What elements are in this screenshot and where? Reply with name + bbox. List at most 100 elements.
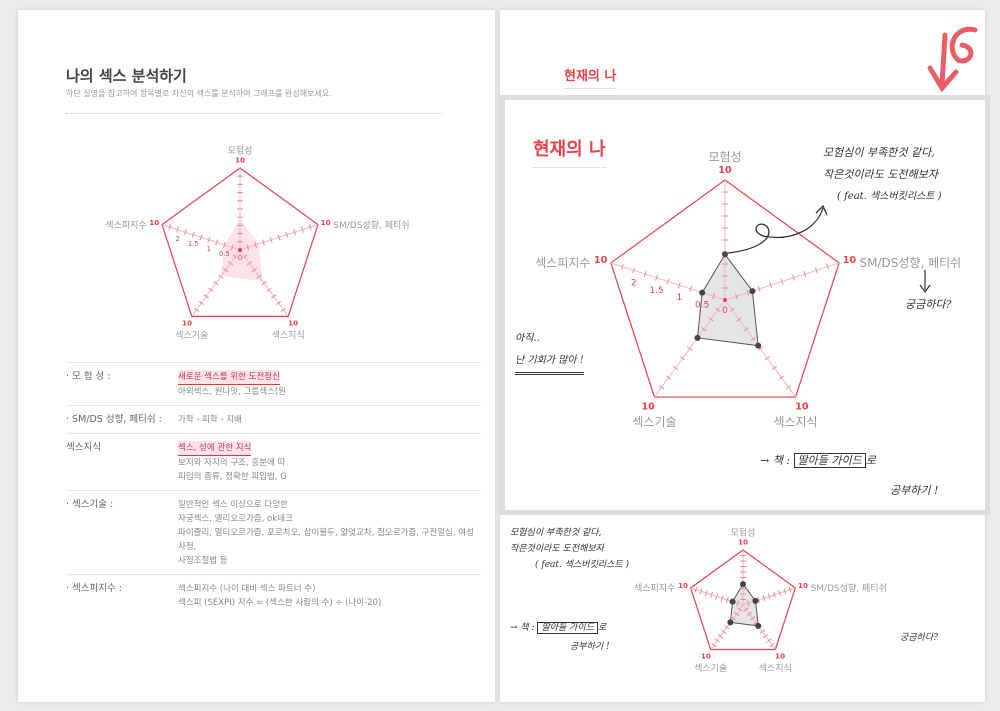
axis-name: 섹스기술 <box>175 330 208 341</box>
note-adventure: 모험심이 부족한것 같다,작은것이라도 도전해보자( feat. 섹스버킷리스트… <box>823 146 942 202</box>
axis-max-label: 10 <box>775 652 785 661</box>
axis-tick <box>203 294 209 299</box>
axis-tick <box>704 590 708 597</box>
axis-tick <box>285 231 289 238</box>
tick-label: 2 <box>175 235 179 243</box>
axis-tick <box>643 271 647 278</box>
data-point <box>752 597 759 604</box>
axis-tick <box>735 293 738 300</box>
axis-tick <box>665 375 672 380</box>
axis-tick <box>217 274 224 279</box>
axis-max-label: 10 <box>701 652 711 661</box>
axis-tick <box>300 226 304 233</box>
axis-tick <box>184 229 187 236</box>
axis-tick <box>759 629 766 634</box>
axis-tick <box>753 620 759 625</box>
axis-max-label: 10 <box>795 401 809 412</box>
item-line: 가학 - 피학 - 지배 <box>178 415 242 425</box>
radar-frame <box>161 167 319 317</box>
axis-tick <box>729 307 735 312</box>
item-line: 자궁섹스, 멜리오르가즘, ok테크 <box>178 514 293 524</box>
data-point <box>755 622 762 629</box>
axis-tick <box>213 281 219 286</box>
axis-tick <box>783 588 787 595</box>
item-key: · 섹스기술 : <box>66 499 114 510</box>
axis-tick <box>191 231 195 238</box>
tick-label: 2 <box>631 278 637 288</box>
axis-tick <box>193 307 200 312</box>
item-key: · 섹스피지수 : <box>66 583 122 594</box>
axis-name: 섹스기술 <box>632 415 676 429</box>
tick-label: 1.5 <box>188 240 199 248</box>
axis-tick <box>271 294 277 299</box>
item-line: 새로운 섹스를 위한 도전정신 <box>178 370 280 385</box>
data-point <box>694 334 701 341</box>
axis-tick <box>743 326 749 332</box>
axis-tick <box>788 586 792 593</box>
note-top-small: 모험심이 부족한것 같다,작은것이라도 도전해보자( feat. 섹스버킷리스트… <box>510 528 630 570</box>
axis-tick <box>750 336 756 342</box>
axis-tick <box>762 595 766 602</box>
note-right-small: 궁금하다? <box>900 633 938 643</box>
axis-tick <box>780 278 784 285</box>
tick-label: 0 <box>238 254 242 262</box>
axis-tick <box>632 267 636 274</box>
axis-name: 모험성 <box>228 146 253 157</box>
axis-tick <box>269 236 273 243</box>
axis-name: 섹스지식 <box>759 663 792 674</box>
axis-tick <box>701 326 707 332</box>
axis-max-label: 10 <box>738 538 748 547</box>
axis-tick <box>746 289 750 296</box>
axis-tick <box>710 591 714 598</box>
axis-tick <box>251 267 258 273</box>
page-subtitle: 하단 설명을 참고하여 항목별로 자신의 섹스를 분석하여 그래프를 완성해보세… <box>66 89 332 98</box>
axis-tick <box>715 307 721 312</box>
axis-tick <box>242 254 248 259</box>
note-study-2: 공부하기 ! <box>890 484 939 497</box>
axis-tick <box>725 596 729 603</box>
item-line: 일반적인 섹스 이상으로 다양한 <box>178 500 288 510</box>
axis-tick <box>168 224 172 231</box>
right-page-title: 현재의 나 <box>564 65 617 89</box>
item-line: 피임의 종류, 정확한 피임법, G <box>178 472 287 482</box>
tick-label: 1 <box>207 245 211 253</box>
axis-tick <box>689 285 693 292</box>
data-point <box>729 598 736 605</box>
axis-tick <box>658 385 665 390</box>
note-curious: 궁금하다? <box>905 298 952 311</box>
radar-frame <box>610 179 840 398</box>
axis-tick <box>730 616 737 621</box>
axis-tick <box>277 234 281 241</box>
axis-name: SM/DS성향, 페티쉬 <box>333 219 409 231</box>
axis-name: 섹스기술 <box>694 663 727 674</box>
item-line: 보지와 자지의 구조, 흥분에 따 <box>178 458 286 468</box>
divider <box>66 113 442 114</box>
axis-tick <box>246 244 250 251</box>
axis-tick <box>256 274 263 279</box>
axis-tick <box>232 254 238 259</box>
axis-max-label: 10 <box>594 255 608 266</box>
axis-tick <box>275 300 282 306</box>
item-line: 아외섹스, 원나잇, 그룹섹스(원 <box>178 387 286 397</box>
axis-tick <box>746 611 753 617</box>
center-dot <box>723 298 727 302</box>
axis-tick <box>743 607 749 612</box>
axis-tick <box>733 611 740 617</box>
axis-max-label: 10 <box>843 255 857 266</box>
item-key: · 모 험 성 : <box>66 371 111 382</box>
radar-frame <box>689 549 797 651</box>
data-point <box>722 251 728 258</box>
axis-tick <box>769 642 775 648</box>
axis-tick <box>223 241 226 248</box>
axis-tick <box>207 236 211 243</box>
axis-tick <box>261 239 265 246</box>
axis-tick <box>717 633 724 639</box>
axis-name: 섹스피지수 <box>535 256 590 270</box>
